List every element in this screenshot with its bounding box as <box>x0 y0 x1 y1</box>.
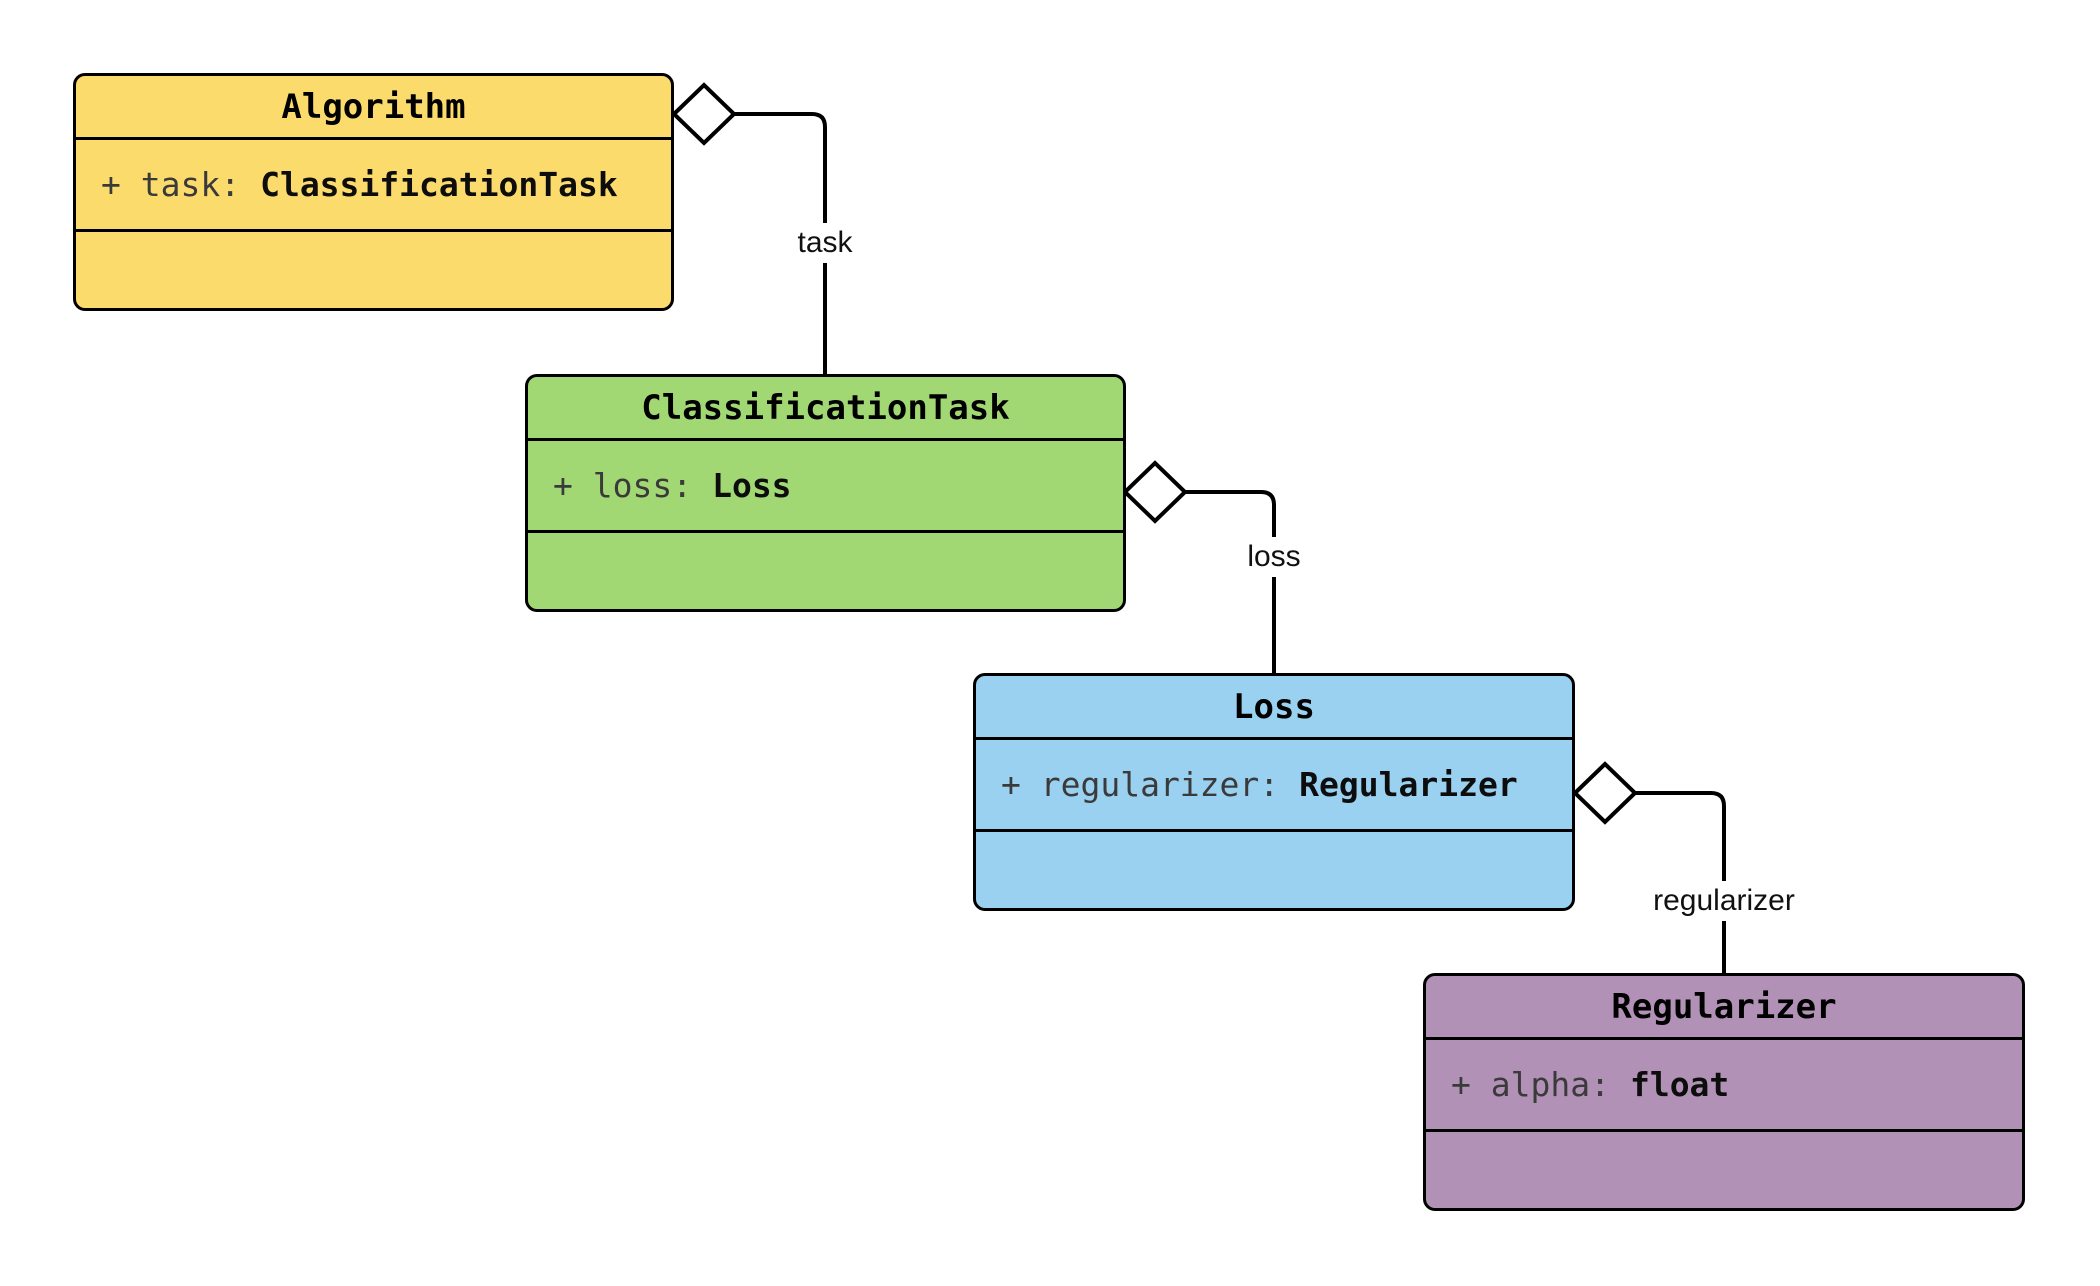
attribute-type: Regularizer <box>1299 765 1518 804</box>
aggregation-diamond-icon <box>671 82 737 146</box>
attribute-name: + alpha: <box>1451 1065 1610 1104</box>
attribute-name: + regularizer: <box>1001 765 1280 804</box>
edge-label-loss: loss <box>1237 537 1311 577</box>
class-attributes-row: + task: ClassificationTask <box>76 137 671 229</box>
class-box-loss: Loss + regularizer: Regularizer <box>973 673 1575 911</box>
edge-label-regularizer: regularizer <box>1643 881 1805 921</box>
edge-connector-regularizer <box>1635 791 1726 973</box>
edge-connector-task <box>734 112 827 374</box>
edge-connector-loss <box>1185 490 1276 673</box>
class-methods-empty <box>528 530 1123 609</box>
class-attributes-row: + alpha: float <box>1426 1037 2022 1129</box>
class-title: ClassificationTask <box>641 387 1010 428</box>
class-title: Regularizer <box>1611 986 1837 1027</box>
class-attributes-row: + loss: Loss <box>528 438 1123 530</box>
class-attributes-row: + regularizer: Regularizer <box>976 737 1572 829</box>
class-methods-empty <box>1426 1129 2022 1208</box>
attribute-type: ClassificationTask <box>260 165 618 204</box>
class-box-algorithm: Algorithm + task: ClassificationTask <box>73 73 674 311</box>
class-title: Algorithm <box>281 86 466 127</box>
edge-label-task: task <box>787 223 863 263</box>
class-methods-empty <box>976 829 1572 908</box>
class-methods-empty <box>76 229 671 308</box>
class-box-regularizer: Regularizer + alpha: float <box>1423 973 2025 1211</box>
aggregation-diamond-icon <box>1572 761 1638 825</box>
aggregation-diamond-icon <box>1122 460 1188 524</box>
attribute-name: + task: <box>101 165 241 204</box>
class-box-classification-task: ClassificationTask + loss: Loss <box>525 374 1126 612</box>
attribute-name: + loss: <box>553 466 693 505</box>
class-title: Loss <box>1233 686 1315 727</box>
attribute-type: Loss <box>712 466 792 505</box>
attribute-type: float <box>1629 1065 1730 1104</box>
